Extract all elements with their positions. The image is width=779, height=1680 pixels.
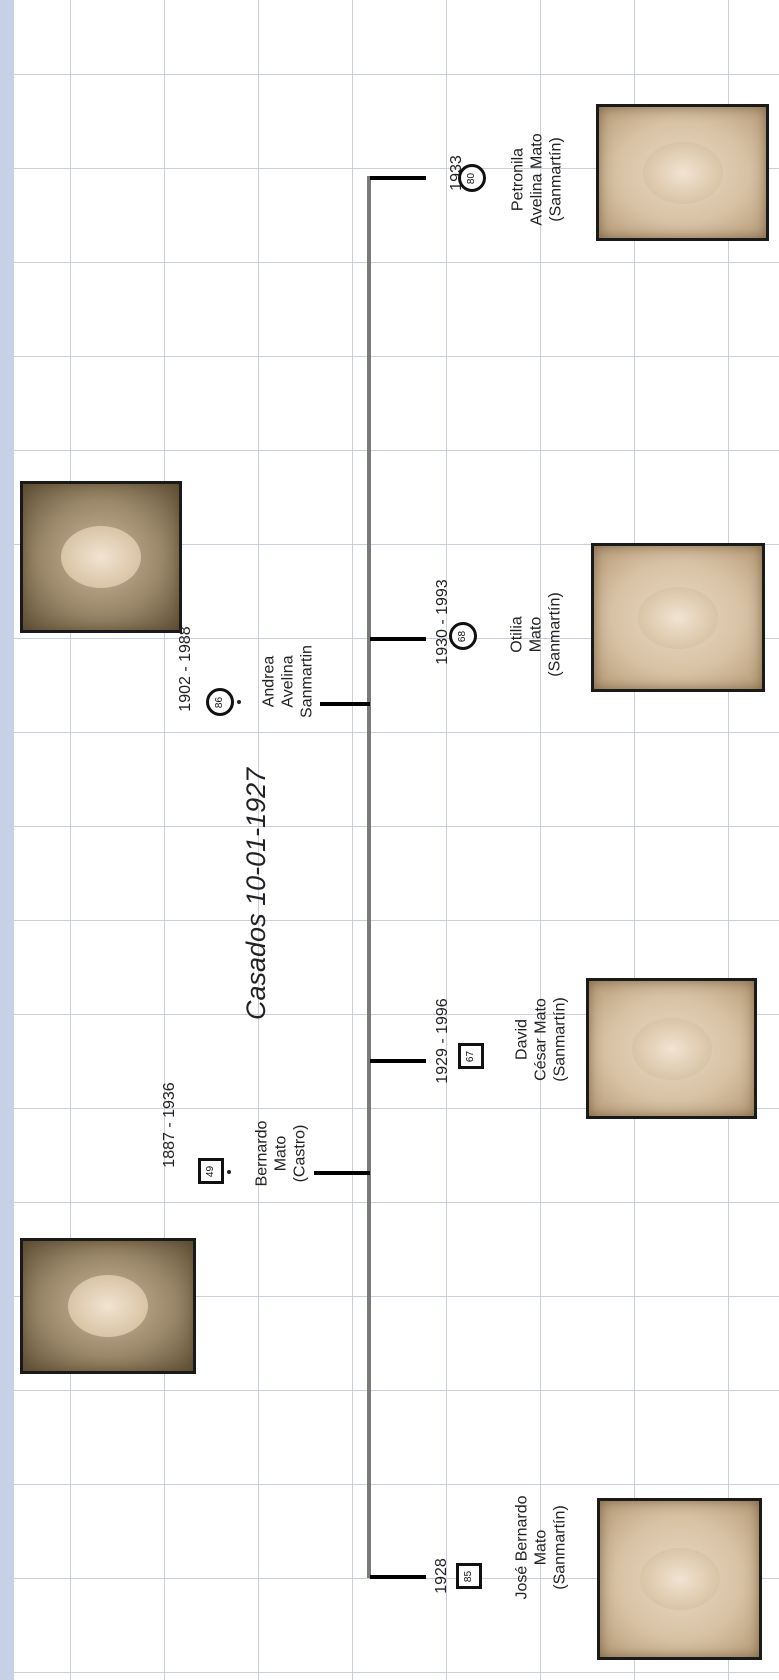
parent-connector-bernardo <box>314 1171 370 1175</box>
female-age-marker-otilia: 68 <box>449 622 477 650</box>
parent-connector-andrea <box>320 702 370 706</box>
years-andrea: 1902 - 1988 <box>177 609 197 729</box>
portrait-photo-bernardo <box>20 1238 196 1374</box>
marriage-label: Casados 10-01-1927 <box>241 780 271 1020</box>
child-connector-petronila <box>370 176 426 180</box>
portrait-photo-andrea <box>20 481 182 633</box>
portrait-photo-otilia <box>591 543 765 692</box>
female-age-marker-petronila: 80 <box>458 164 486 192</box>
years-david: 1929 - 1996 <box>434 981 454 1101</box>
child-connector-david <box>370 1059 426 1063</box>
left-accent-bar <box>0 0 14 1680</box>
portrait-photo-jose <box>597 1498 762 1660</box>
child-connector-jose <box>370 1575 426 1579</box>
portrait-photo-petronila <box>596 104 769 241</box>
connector-dot-bernardo <box>227 1170 231 1174</box>
years-otilia: 1930 - 1993 <box>434 562 454 682</box>
child-connector-otilia <box>370 637 426 641</box>
portrait-photo-david <box>586 978 757 1119</box>
female-age-marker-andrea: 86 <box>206 688 234 716</box>
male-age-marker-david: 67 <box>458 1043 484 1069</box>
male-age-marker-jose: 85 <box>456 1563 482 1589</box>
years-jose: 1928 <box>433 1546 453 1606</box>
years-bernardo: 1887 - 1936 <box>161 1065 181 1185</box>
family-trunk-line <box>367 176 371 1578</box>
male-age-marker-bernardo: 49 <box>198 1158 224 1184</box>
connector-dot-andrea <box>237 700 241 704</box>
